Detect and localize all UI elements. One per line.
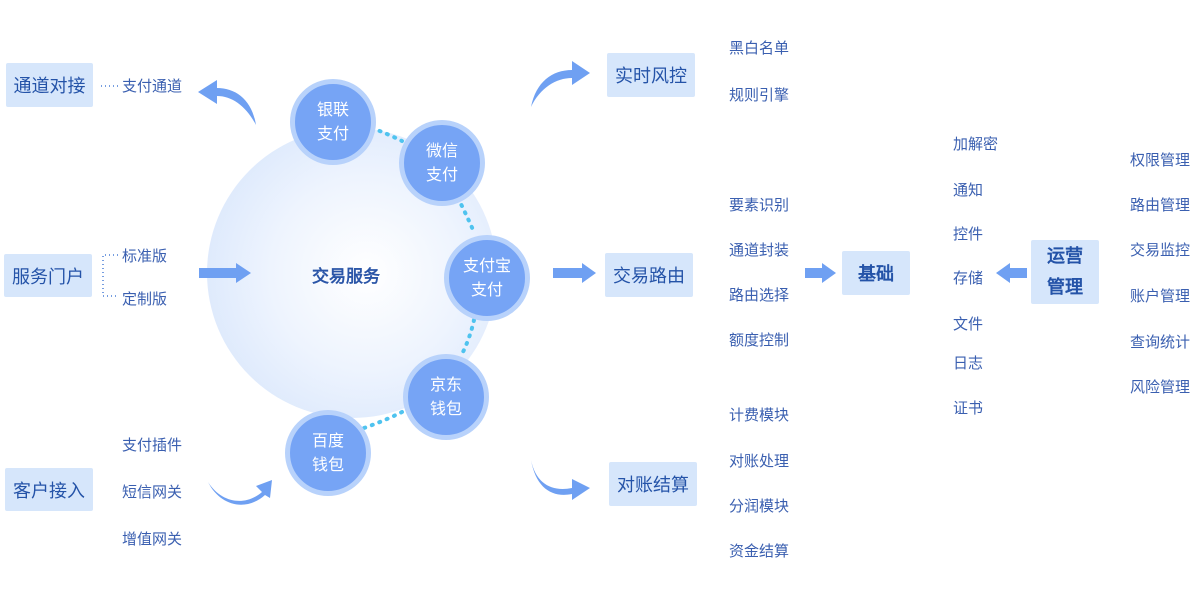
portal-item: 标准版 xyxy=(122,247,168,265)
routing-item: 路由选择 xyxy=(729,286,790,304)
settle-item: 分润模块 xyxy=(729,497,790,515)
channel-item: 支付通道 xyxy=(122,77,183,95)
circle-baidu-line1: 百度 xyxy=(311,431,344,450)
box-trade-routing[interactable]: 交易路由 xyxy=(605,253,693,297)
ops-item: 路由管理 xyxy=(1130,196,1191,214)
box-channel-title: 通道对接 xyxy=(13,76,86,97)
base-item: 通知 xyxy=(953,181,984,199)
circle-alipay-line2: 支付 xyxy=(470,280,503,299)
routing-item: 额度控制 xyxy=(729,331,790,349)
circle-alipay[interactable]: 支付宝 支付 xyxy=(444,235,530,321)
circle-jd-wallet[interactable]: 京东 钱包 xyxy=(403,354,489,440)
routing-item: 要素识别 xyxy=(729,196,790,214)
arrow-center-to-routing xyxy=(553,263,596,283)
base-item: 控件 xyxy=(953,225,984,243)
risk-item: 黑白名单 xyxy=(729,39,790,57)
box-base[interactable]: 基础 xyxy=(842,251,910,295)
curved-arrow-to-baidu xyxy=(208,480,272,505)
client-item: 增值网关 xyxy=(122,530,183,548)
left-bracket-lines xyxy=(101,85,118,297)
box-operations[interactable]: 运营 管理 xyxy=(1031,240,1099,304)
settle-item: 计费模块 xyxy=(729,406,790,424)
center-label-trade-service: 交易服务 xyxy=(312,267,380,287)
circle-jd-line2: 钱包 xyxy=(429,399,462,418)
ops-item: 查询统计 xyxy=(1130,333,1191,351)
curved-arrow-to-risk xyxy=(531,61,590,107)
portal-bracket xyxy=(102,254,118,297)
box-portal[interactable]: 服务门户 xyxy=(4,254,92,297)
client-item: 支付插件 xyxy=(122,436,183,454)
box-settlement[interactable]: 对账结算 xyxy=(609,462,697,506)
settle-item: 资金结算 xyxy=(729,542,790,560)
settle-item: 对账处理 xyxy=(729,452,790,470)
arrow-portal-to-center xyxy=(199,263,251,283)
base-item: 文件 xyxy=(953,315,984,333)
curved-arrows xyxy=(198,61,590,505)
box-client-title: 客户接入 xyxy=(13,480,85,502)
box-risk-title: 实时风控 xyxy=(615,66,687,87)
straight-arrows xyxy=(199,263,1027,283)
arrow-ops-to-base xyxy=(996,263,1027,283)
base-item: 日志 xyxy=(953,354,984,372)
box-routing-title: 交易路由 xyxy=(613,266,685,287)
curved-arrow-to-settle xyxy=(531,460,590,500)
circle-alipay-line1: 支付宝 xyxy=(462,256,511,275)
box-client-access[interactable]: 客户接入 xyxy=(5,468,93,511)
circle-baidu-wallet[interactable]: 百度 钱包 xyxy=(285,410,371,496)
circle-wechat-line2: 支付 xyxy=(425,165,458,184)
box-ops-line1: 运营 xyxy=(1047,246,1083,267)
box-base-title: 基础 xyxy=(858,264,894,285)
circle-jd-line1: 京东 xyxy=(429,375,462,394)
box-ops-line2: 管理 xyxy=(1047,277,1083,298)
circle-unionpay[interactable]: 银联 支付 xyxy=(290,79,376,165)
circle-unionpay-line1: 银联 xyxy=(316,100,349,119)
box-realtime-risk[interactable]: 实时风控 xyxy=(607,53,695,97)
portal-item: 定制版 xyxy=(122,290,168,308)
ops-item: 交易监控 xyxy=(1130,241,1191,259)
connector-alipay-jd xyxy=(460,318,476,356)
circle-wechat-line1: 微信 xyxy=(425,141,458,160)
ops-item: 风险管理 xyxy=(1130,378,1191,396)
circle-unionpay-line2: 支付 xyxy=(316,124,349,143)
circle-baidu-line2: 钱包 xyxy=(311,455,344,474)
client-item: 短信网关 xyxy=(122,483,183,501)
base-item: 加解密 xyxy=(953,135,999,153)
box-settle-title: 对账结算 xyxy=(617,475,689,496)
box-portal-title: 服务门户 xyxy=(12,266,84,288)
base-item: 存储 xyxy=(953,269,984,287)
ops-item: 权限管理 xyxy=(1130,151,1191,169)
circle-wechat-pay[interactable]: 微信 支付 xyxy=(399,120,485,206)
risk-item: 规则引擎 xyxy=(729,86,790,104)
box-channel[interactable]: 通道对接 xyxy=(6,63,93,107)
arrow-routing-to-base xyxy=(805,263,836,283)
connector-wechat-alipay xyxy=(456,196,476,234)
routing-item: 通道封装 xyxy=(729,241,790,259)
base-item: 证书 xyxy=(953,399,984,417)
curved-arrow-to-channel xyxy=(198,80,256,125)
ops-item: 账户管理 xyxy=(1130,287,1191,305)
